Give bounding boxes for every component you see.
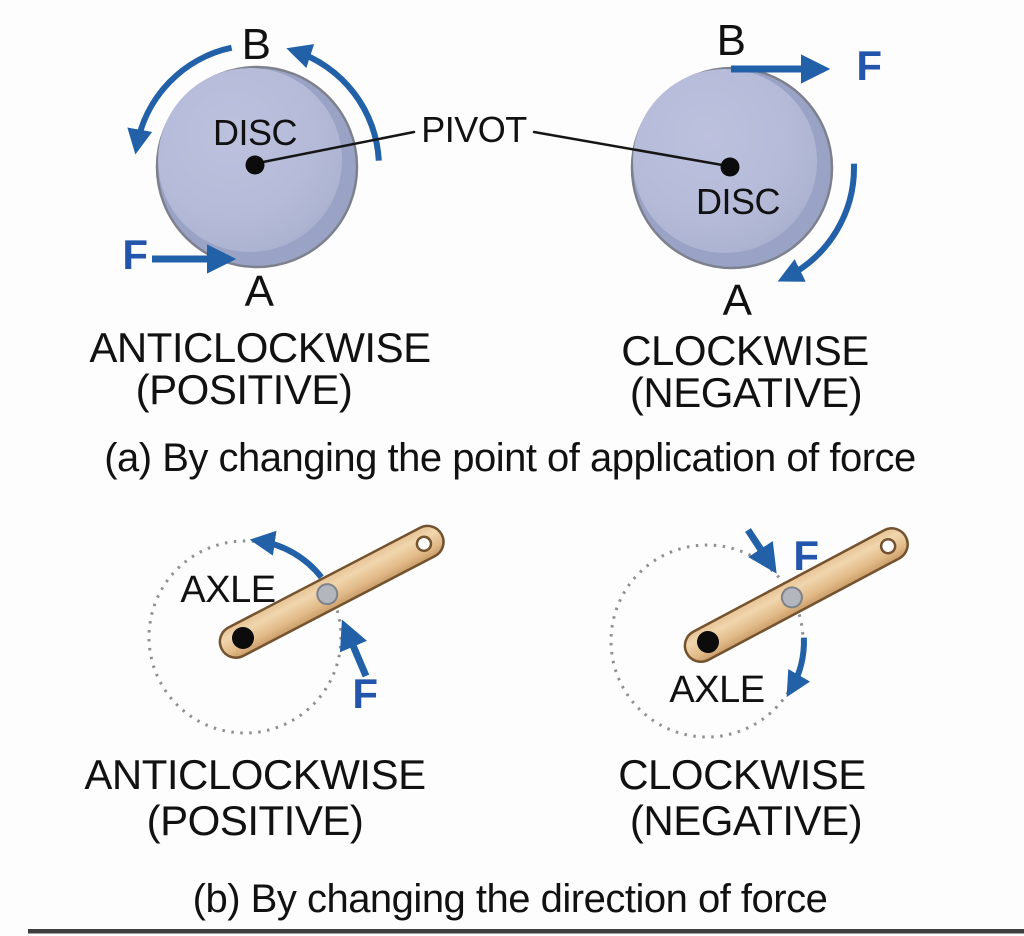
lever-hole-left bbox=[415, 535, 433, 553]
anticlockwise-arc-right-icon bbox=[286, 44, 382, 161]
clockwise-arc-lever-icon bbox=[786, 637, 811, 698]
point-label-b-right: B bbox=[716, 16, 746, 65]
anticlockwise-arc-lever-icon bbox=[249, 530, 324, 580]
direction-label-right-lever: CLOCKWISE bbox=[618, 751, 866, 798]
force-label-left-disc: F bbox=[122, 231, 148, 278]
caption-a: (a) By changing the point of application… bbox=[104, 436, 916, 480]
point-label-a-right: A bbox=[722, 276, 752, 325]
lever-left bbox=[218, 524, 445, 659]
point-label-b-left: B bbox=[241, 20, 271, 69]
force-arrow-left-lever-icon bbox=[339, 619, 370, 678]
point-label-a-left: A bbox=[244, 267, 274, 316]
axle-pin-right bbox=[780, 586, 803, 609]
direction-label-left-lever: ANTICLOCKWISE bbox=[84, 751, 426, 798]
direction-label-left-disc: ANTICLOCKWISE bbox=[89, 324, 431, 371]
axle-pin-left bbox=[316, 583, 339, 606]
axle-dot-right bbox=[697, 631, 719, 653]
bottom-rule bbox=[28, 929, 1024, 934]
anticlockwise-arc-left-icon bbox=[127, 44, 233, 155]
pivot-line-left bbox=[256, 130, 416, 165]
axle-dot-left bbox=[232, 627, 254, 649]
axle-label-right: AXLE bbox=[669, 669, 765, 711]
sign-label-right-disc: (NEGATIVE) bbox=[629, 369, 863, 416]
sign-label-left-lever: (POSITIVE) bbox=[146, 797, 364, 844]
disc-label-right: DISC bbox=[695, 181, 781, 222]
lever-hole-right bbox=[879, 537, 897, 555]
force-label-left-lever: F bbox=[352, 670, 378, 717]
force-label-right-lever: F bbox=[793, 532, 819, 579]
direction-label-right-disc: CLOCKWISE bbox=[621, 327, 869, 374]
axle-label-left: AXLE bbox=[180, 569, 276, 611]
pivot-line-right bbox=[532, 130, 730, 168]
caption-b: (b) By changing the direction of force bbox=[192, 877, 828, 921]
sign-label-right-lever: (NEGATIVE) bbox=[629, 797, 863, 844]
force-label-right-disc: F bbox=[856, 42, 882, 89]
pivot-dot-right bbox=[720, 157, 740, 177]
sign-label-left-disc: (POSITIVE) bbox=[135, 366, 353, 413]
lever-right bbox=[683, 527, 909, 664]
pivot-dot-left bbox=[245, 155, 265, 175]
force-arrow-right-lever-icon bbox=[745, 528, 777, 574]
lever-right-bar bbox=[683, 527, 909, 664]
disc-label-left: DISC bbox=[212, 112, 298, 153]
clockwise-arc-icon bbox=[777, 163, 857, 282]
pivot-label: PIVOT bbox=[421, 109, 527, 150]
